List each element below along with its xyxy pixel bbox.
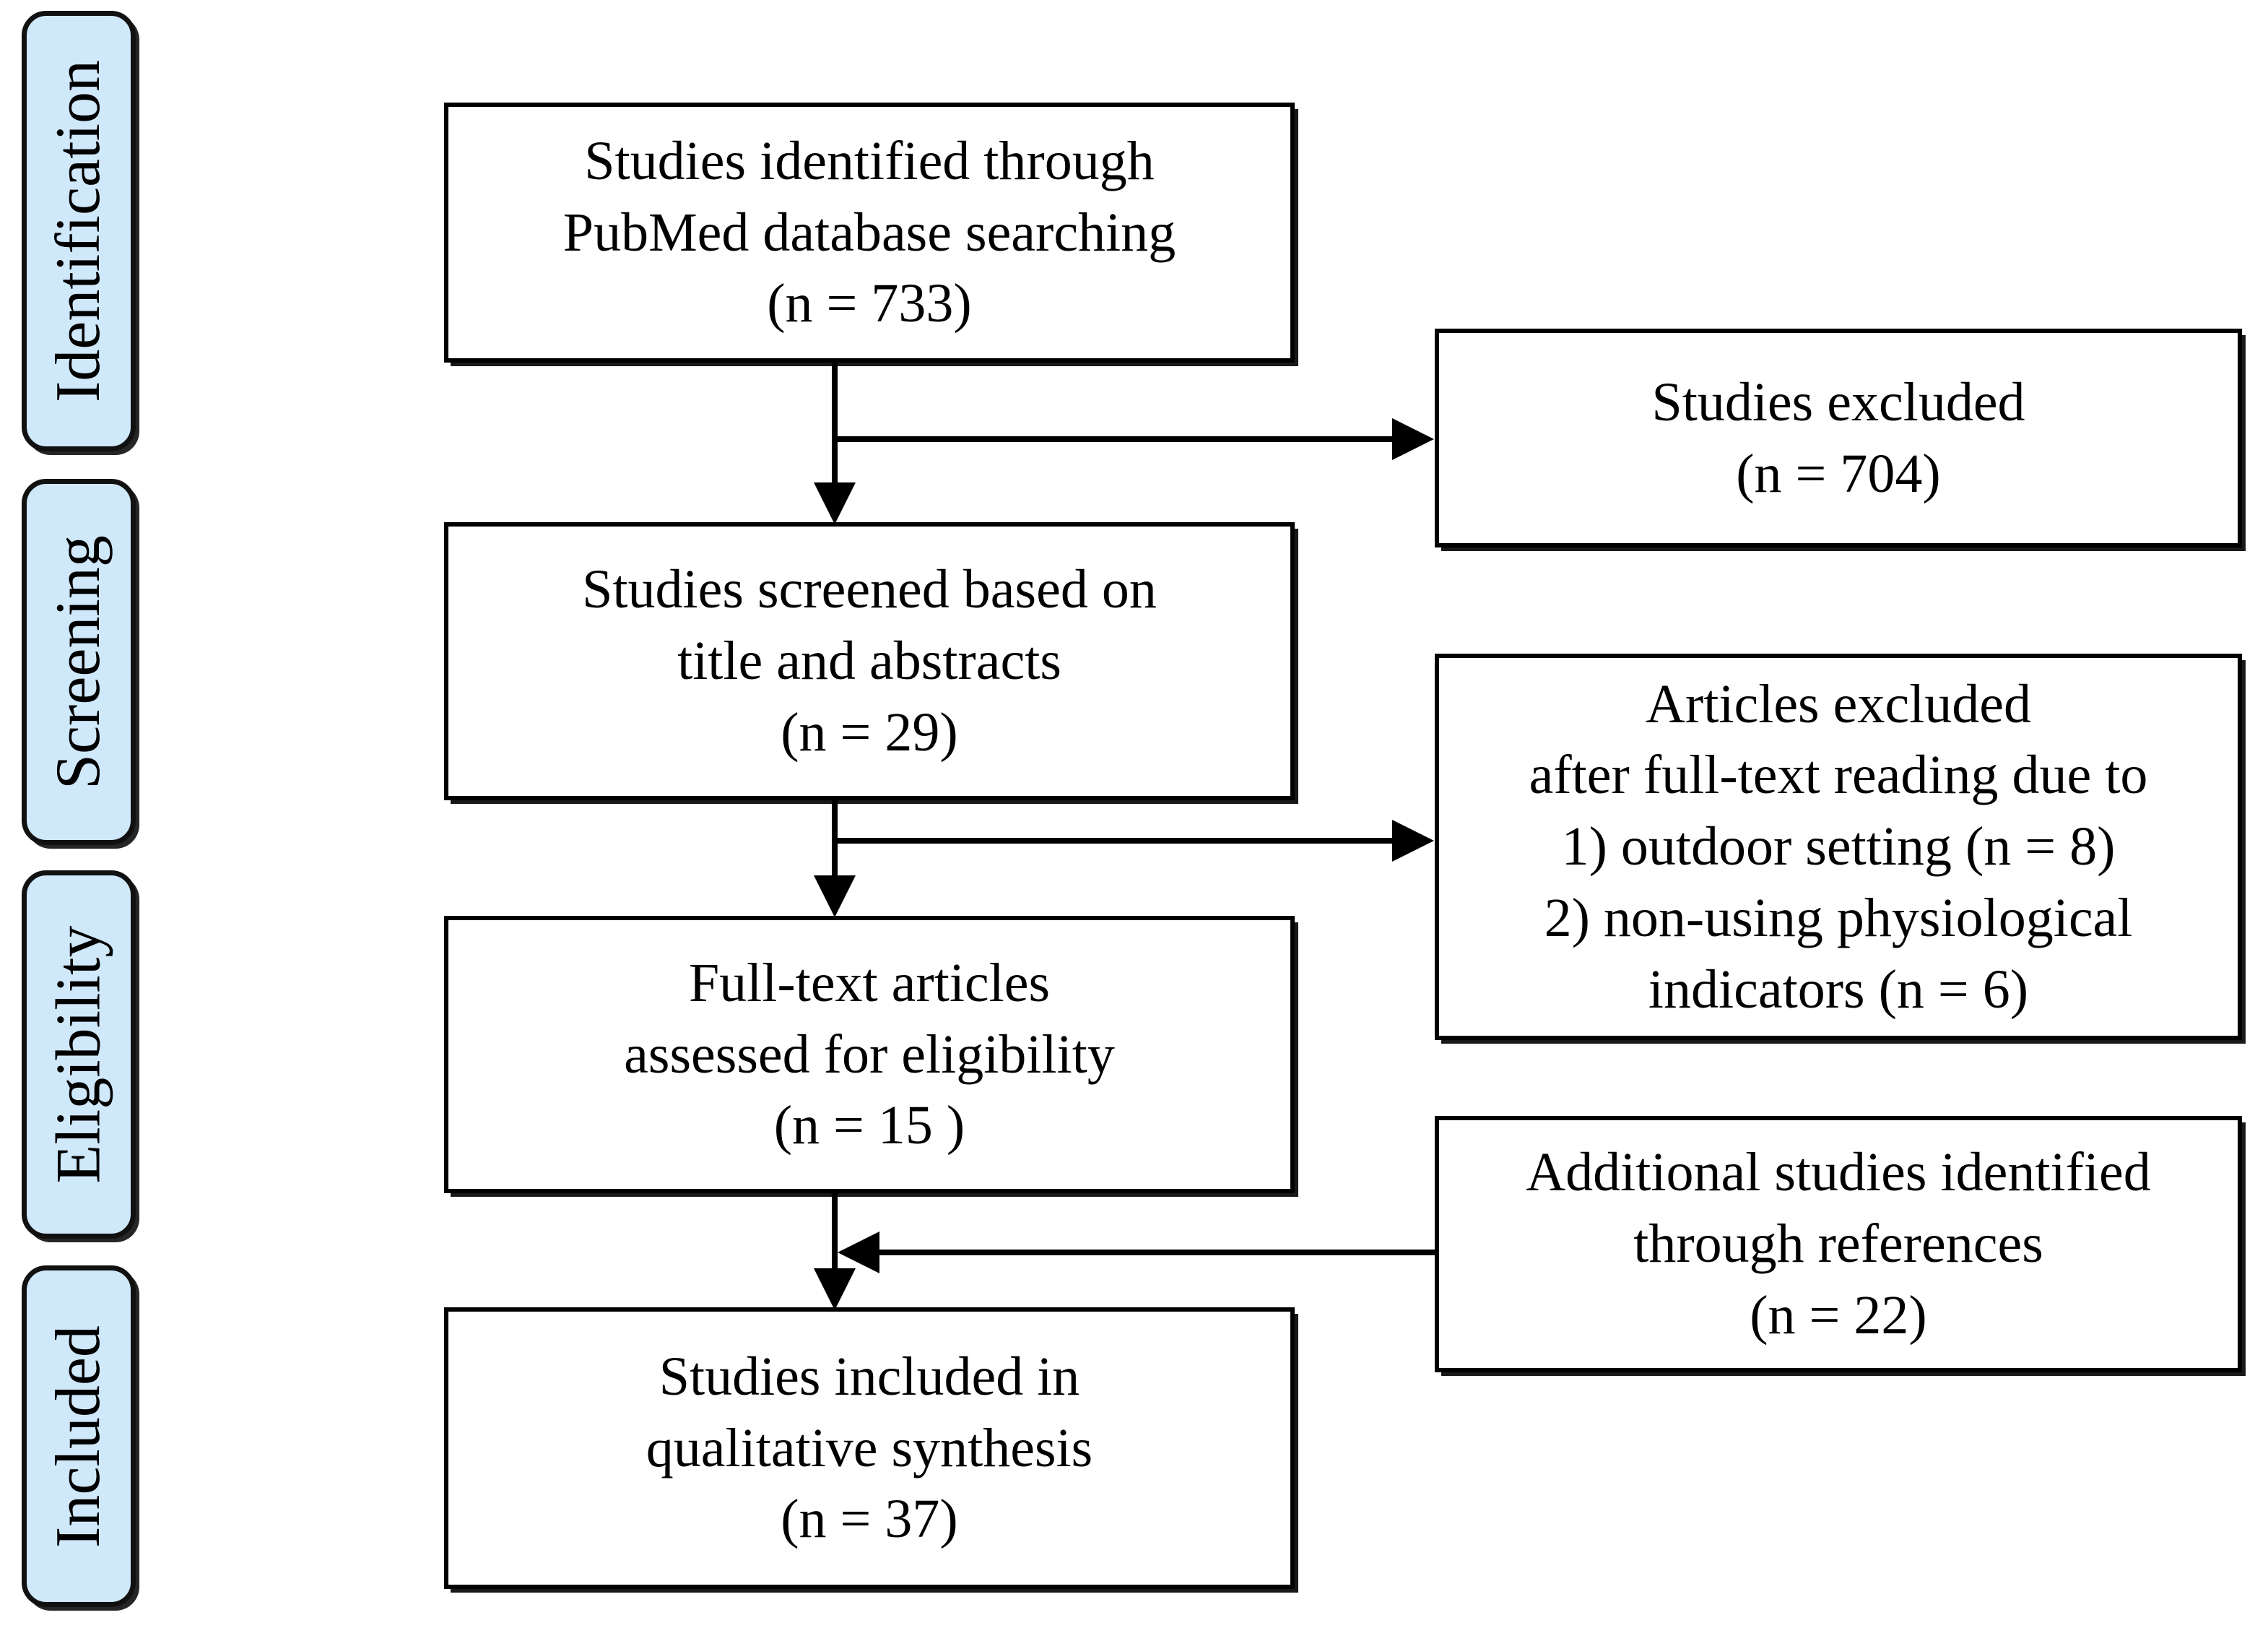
connector-additional-to-synthesis-line: [879, 1250, 1437, 1255]
box-studies-excluded-text: Studies excluded (n = 704): [1651, 371, 2025, 504]
stage-label-included-text: Included: [43, 1325, 113, 1548]
box-studies-screened-text: Studies screened based on title and abst…: [582, 559, 1157, 763]
stage-label-identification: Identification: [22, 11, 136, 451]
connector-fulltext-to-synthesis-line: [832, 1192, 838, 1273]
stage-label-eligibility-text: Eligibility: [43, 925, 113, 1184]
connector-identified-to-screened-line: [832, 361, 838, 484]
box-additional-studies: Additional studies identified through re…: [1435, 1116, 2242, 1372]
box-studies-excluded: Studies excluded (n = 704): [1435, 329, 2242, 547]
box-studies-screened: Studies screened based on title and abst…: [444, 522, 1295, 800]
connector-identified-to-excluded-line: [832, 436, 1395, 442]
connector-screened-to-articles-excluded-line: [832, 838, 1395, 844]
stage-label-eligibility: Eligibility: [22, 870, 136, 1239]
box-fulltext-articles: Full-text articles assessed for eligibil…: [444, 916, 1295, 1193]
connector-screened-to-fulltext-arrow: [814, 875, 856, 917]
stage-label-screening: Screening: [22, 479, 136, 845]
box-articles-excluded: Articles excluded after full-text readin…: [1435, 654, 2242, 1040]
connector-identified-to-screened-arrow: [814, 482, 856, 524]
box-additional-studies-text: Additional studies identified through re…: [1526, 1142, 2151, 1346]
connector-fulltext-to-synthesis-arrow: [814, 1268, 856, 1310]
stage-label-screening-text: Screening: [43, 534, 113, 789]
box-studies-included-text: Studies included in qualitative synthesi…: [646, 1346, 1093, 1550]
stage-label-identification-text: Identification: [43, 59, 113, 403]
box-studies-identified-text: Studies identified through PubMed databa…: [562, 130, 1176, 334]
connector-additional-to-synthesis-arrow: [838, 1231, 879, 1273]
connector-identified-to-excluded-arrow: [1392, 418, 1434, 460]
box-articles-excluded-text: Articles excluded after full-text readin…: [1529, 673, 2148, 1020]
stage-label-included: Included: [22, 1265, 136, 1607]
box-studies-included: Studies included in qualitative synthesi…: [444, 1307, 1295, 1589]
connector-screened-to-articles-excluded-arrow: [1392, 820, 1434, 862]
box-fulltext-articles-text: Full-text articles assessed for eligibil…: [624, 952, 1115, 1156]
box-studies-identified: Studies identified through PubMed databa…: [444, 103, 1295, 363]
